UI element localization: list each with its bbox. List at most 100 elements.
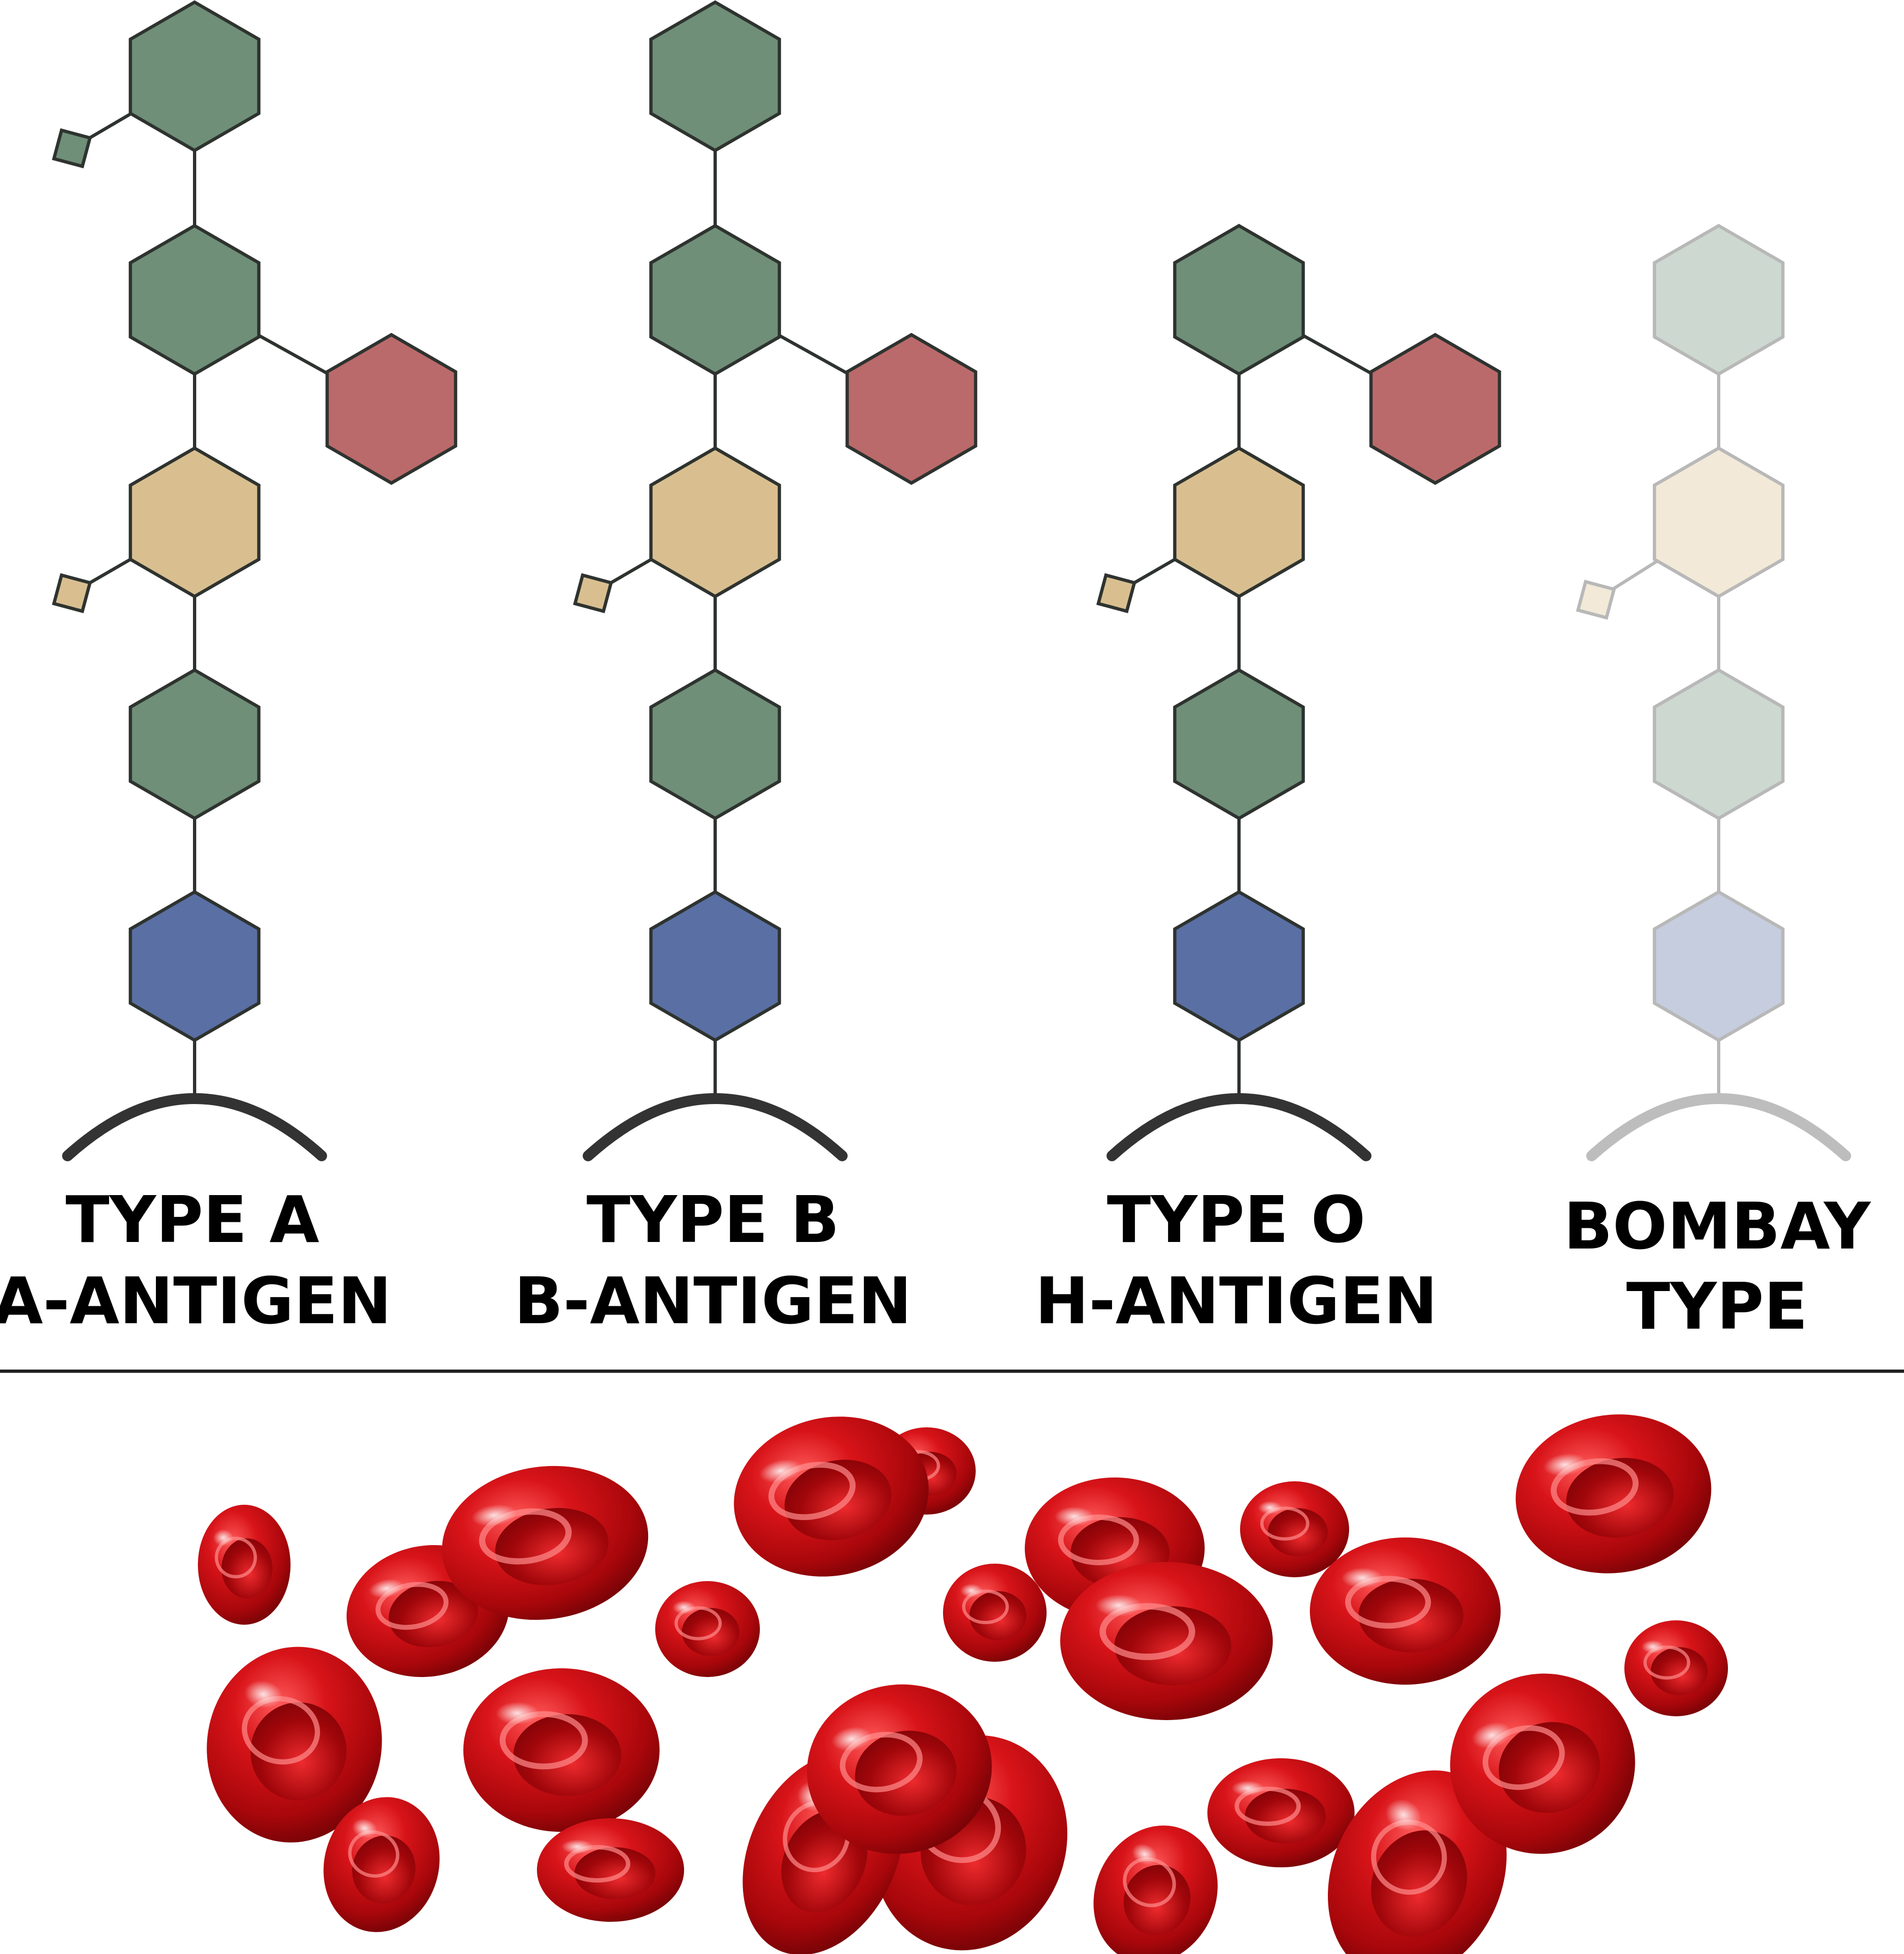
- blood-cell-shine: [1385, 1799, 1422, 1831]
- bombay-tan-square: [1576, 580, 1616, 620]
- red-blood-cell: [198, 1505, 291, 1625]
- type-a-red-hexagon: [325, 333, 457, 485]
- type-o-green-hexagon: [1173, 224, 1305, 376]
- blood-cell-dimple: [574, 1847, 656, 1899]
- blood-cell-highlight-ring: [839, 1732, 923, 1793]
- blood-cell-shine: [1641, 1640, 1665, 1654]
- bombay-label-line1: BOMBAY: [1563, 1189, 1871, 1264]
- type-o-tan-hexagon: [1173, 446, 1305, 599]
- type-a-label-line2: A-ANTIGEN: [0, 1263, 392, 1338]
- blood-cell-shine: [1258, 1501, 1282, 1515]
- type-b-tan-hexagon: [649, 446, 781, 599]
- type-a-green-hexagon: [129, 0, 261, 153]
- blood-cell-shine: [368, 1579, 404, 1599]
- blood-cell-dimple: [784, 1460, 892, 1541]
- bombay-type-chain: [1576, 224, 1851, 1161]
- blood-cell-highlight-ring: [376, 1582, 449, 1630]
- blood-cell-shine: [495, 1702, 539, 1725]
- blood-cell-highlight-ring: [1371, 1819, 1447, 1895]
- blood-cell-shine: [672, 1601, 696, 1614]
- blood-cell-dimple: [1651, 1647, 1708, 1696]
- bombay-cell-membrane-arc: [1586, 1093, 1851, 1161]
- type-o-tan-square: [1096, 573, 1137, 613]
- red-blood-cell: [1240, 1481, 1349, 1577]
- blood-cell-dimple: [681, 1608, 740, 1656]
- blood-cell-dimple: [1566, 1458, 1674, 1538]
- type-b-green-hexagon: [649, 668, 781, 821]
- blood-cell-shine: [1054, 1506, 1095, 1527]
- red-blood-cell: [463, 1668, 660, 1832]
- blood-cell-highlight-ring: [1099, 1603, 1195, 1660]
- type-a-green-hexagon: [129, 224, 261, 376]
- type-o-label-line2: H-ANTIGEN: [1035, 1263, 1437, 1338]
- type-b-blue-hexagon: [649, 890, 781, 1042]
- blood-cell-dimple: [969, 1591, 1026, 1641]
- blood-cell-highlight-ring: [1260, 1506, 1309, 1541]
- red-blood-cell: [207, 1647, 382, 1843]
- blood-cell-highlight-ring: [1234, 1786, 1301, 1826]
- red-blood-cell: [1093, 1825, 1218, 1954]
- bombay-label-line2: TYPE: [1626, 1269, 1808, 1344]
- blood-cell-dimple: [352, 1835, 416, 1904]
- red-blood-cell: [1515, 1414, 1712, 1573]
- type-b-cell-membrane-arc: [583, 1093, 848, 1161]
- blood-cell-highlight-ring: [479, 1508, 572, 1565]
- blood-cell-highlight-ring: [215, 1536, 257, 1579]
- bombay-green-hexagon: [1653, 668, 1785, 821]
- type-a-green-square: [52, 128, 92, 168]
- bombay-green-hexagon: [1653, 224, 1785, 376]
- type-a-blue-hexagon: [129, 890, 261, 1042]
- type-b-red-hexagon: [845, 333, 977, 485]
- blood-cell-highlight-ring: [962, 1589, 1009, 1624]
- type-a-tan-hexagon: [129, 446, 261, 599]
- blood-cell-shine: [831, 1727, 872, 1751]
- blood-cell-highlight-ring: [348, 1830, 400, 1878]
- blood-cell-highlight-ring: [1058, 1514, 1139, 1565]
- type-o-blue-hexagon: [1173, 890, 1305, 1042]
- blood-cell-shine: [561, 1839, 594, 1854]
- blood-cell-highlight-ring: [564, 1845, 631, 1883]
- red-blood-cell: [1328, 1770, 1507, 1954]
- blood-cell-highlight-ring: [1122, 1857, 1176, 1908]
- blood-cell-shine: [1231, 1781, 1264, 1796]
- blood-cell-shine: [759, 1459, 802, 1483]
- blood-cell-dimple: [389, 1581, 479, 1648]
- red-blood-cell: [1207, 1758, 1355, 1867]
- blood-cell-highlight-ring: [1345, 1576, 1431, 1629]
- bombay-blue-hexagon: [1653, 890, 1785, 1042]
- blood-cell-dimple: [1114, 1606, 1231, 1686]
- red-blood-cell: [1624, 1620, 1728, 1716]
- blood-cell-highlight-ring: [1482, 1725, 1565, 1790]
- type-o-cell-membrane-arc: [1107, 1093, 1371, 1161]
- blood-cell-shine: [472, 1504, 517, 1527]
- red-blood-cell: [943, 1564, 1047, 1662]
- blood-cell-dimple: [1244, 1789, 1326, 1843]
- blood-cell-dimple: [1268, 1508, 1328, 1557]
- blood-cell-highlight-ring: [674, 1606, 722, 1641]
- red-blood-cell: [807, 1684, 992, 1854]
- blood-cell-shine: [244, 1680, 283, 1709]
- blood-cell-dimple: [1498, 1722, 1600, 1813]
- blood-cell-shine: [1132, 1843, 1158, 1865]
- red-blood-cell: [323, 1797, 440, 1932]
- red-blood-cell: [734, 1416, 929, 1577]
- type-a-tan-square: [52, 573, 92, 613]
- type-b-antigen-chain: [573, 0, 977, 1161]
- type-o-label-line1: TYPE O: [1107, 1182, 1365, 1257]
- blood-cell-shine: [960, 1583, 983, 1598]
- blood-cell-shine: [1543, 1453, 1587, 1476]
- red-blood-cell: [1450, 1673, 1635, 1854]
- blood-cell-dimple: [1358, 1578, 1464, 1653]
- blood-cell-shine: [1095, 1594, 1143, 1617]
- type-b-green-hexagon: [649, 224, 781, 376]
- type-a-cell-membrane-arc: [62, 1093, 327, 1161]
- blood-cell-dimple: [495, 1507, 609, 1585]
- blood-cell-shine: [1472, 1722, 1512, 1749]
- blood-cell-highlight-ring: [1550, 1458, 1639, 1516]
- type-a-antigen-chain: [52, 0, 457, 1161]
- blood-cell-dimple: [221, 1538, 273, 1599]
- red-blood-cell: [1060, 1562, 1273, 1720]
- antigen-structures: [52, 0, 1851, 1161]
